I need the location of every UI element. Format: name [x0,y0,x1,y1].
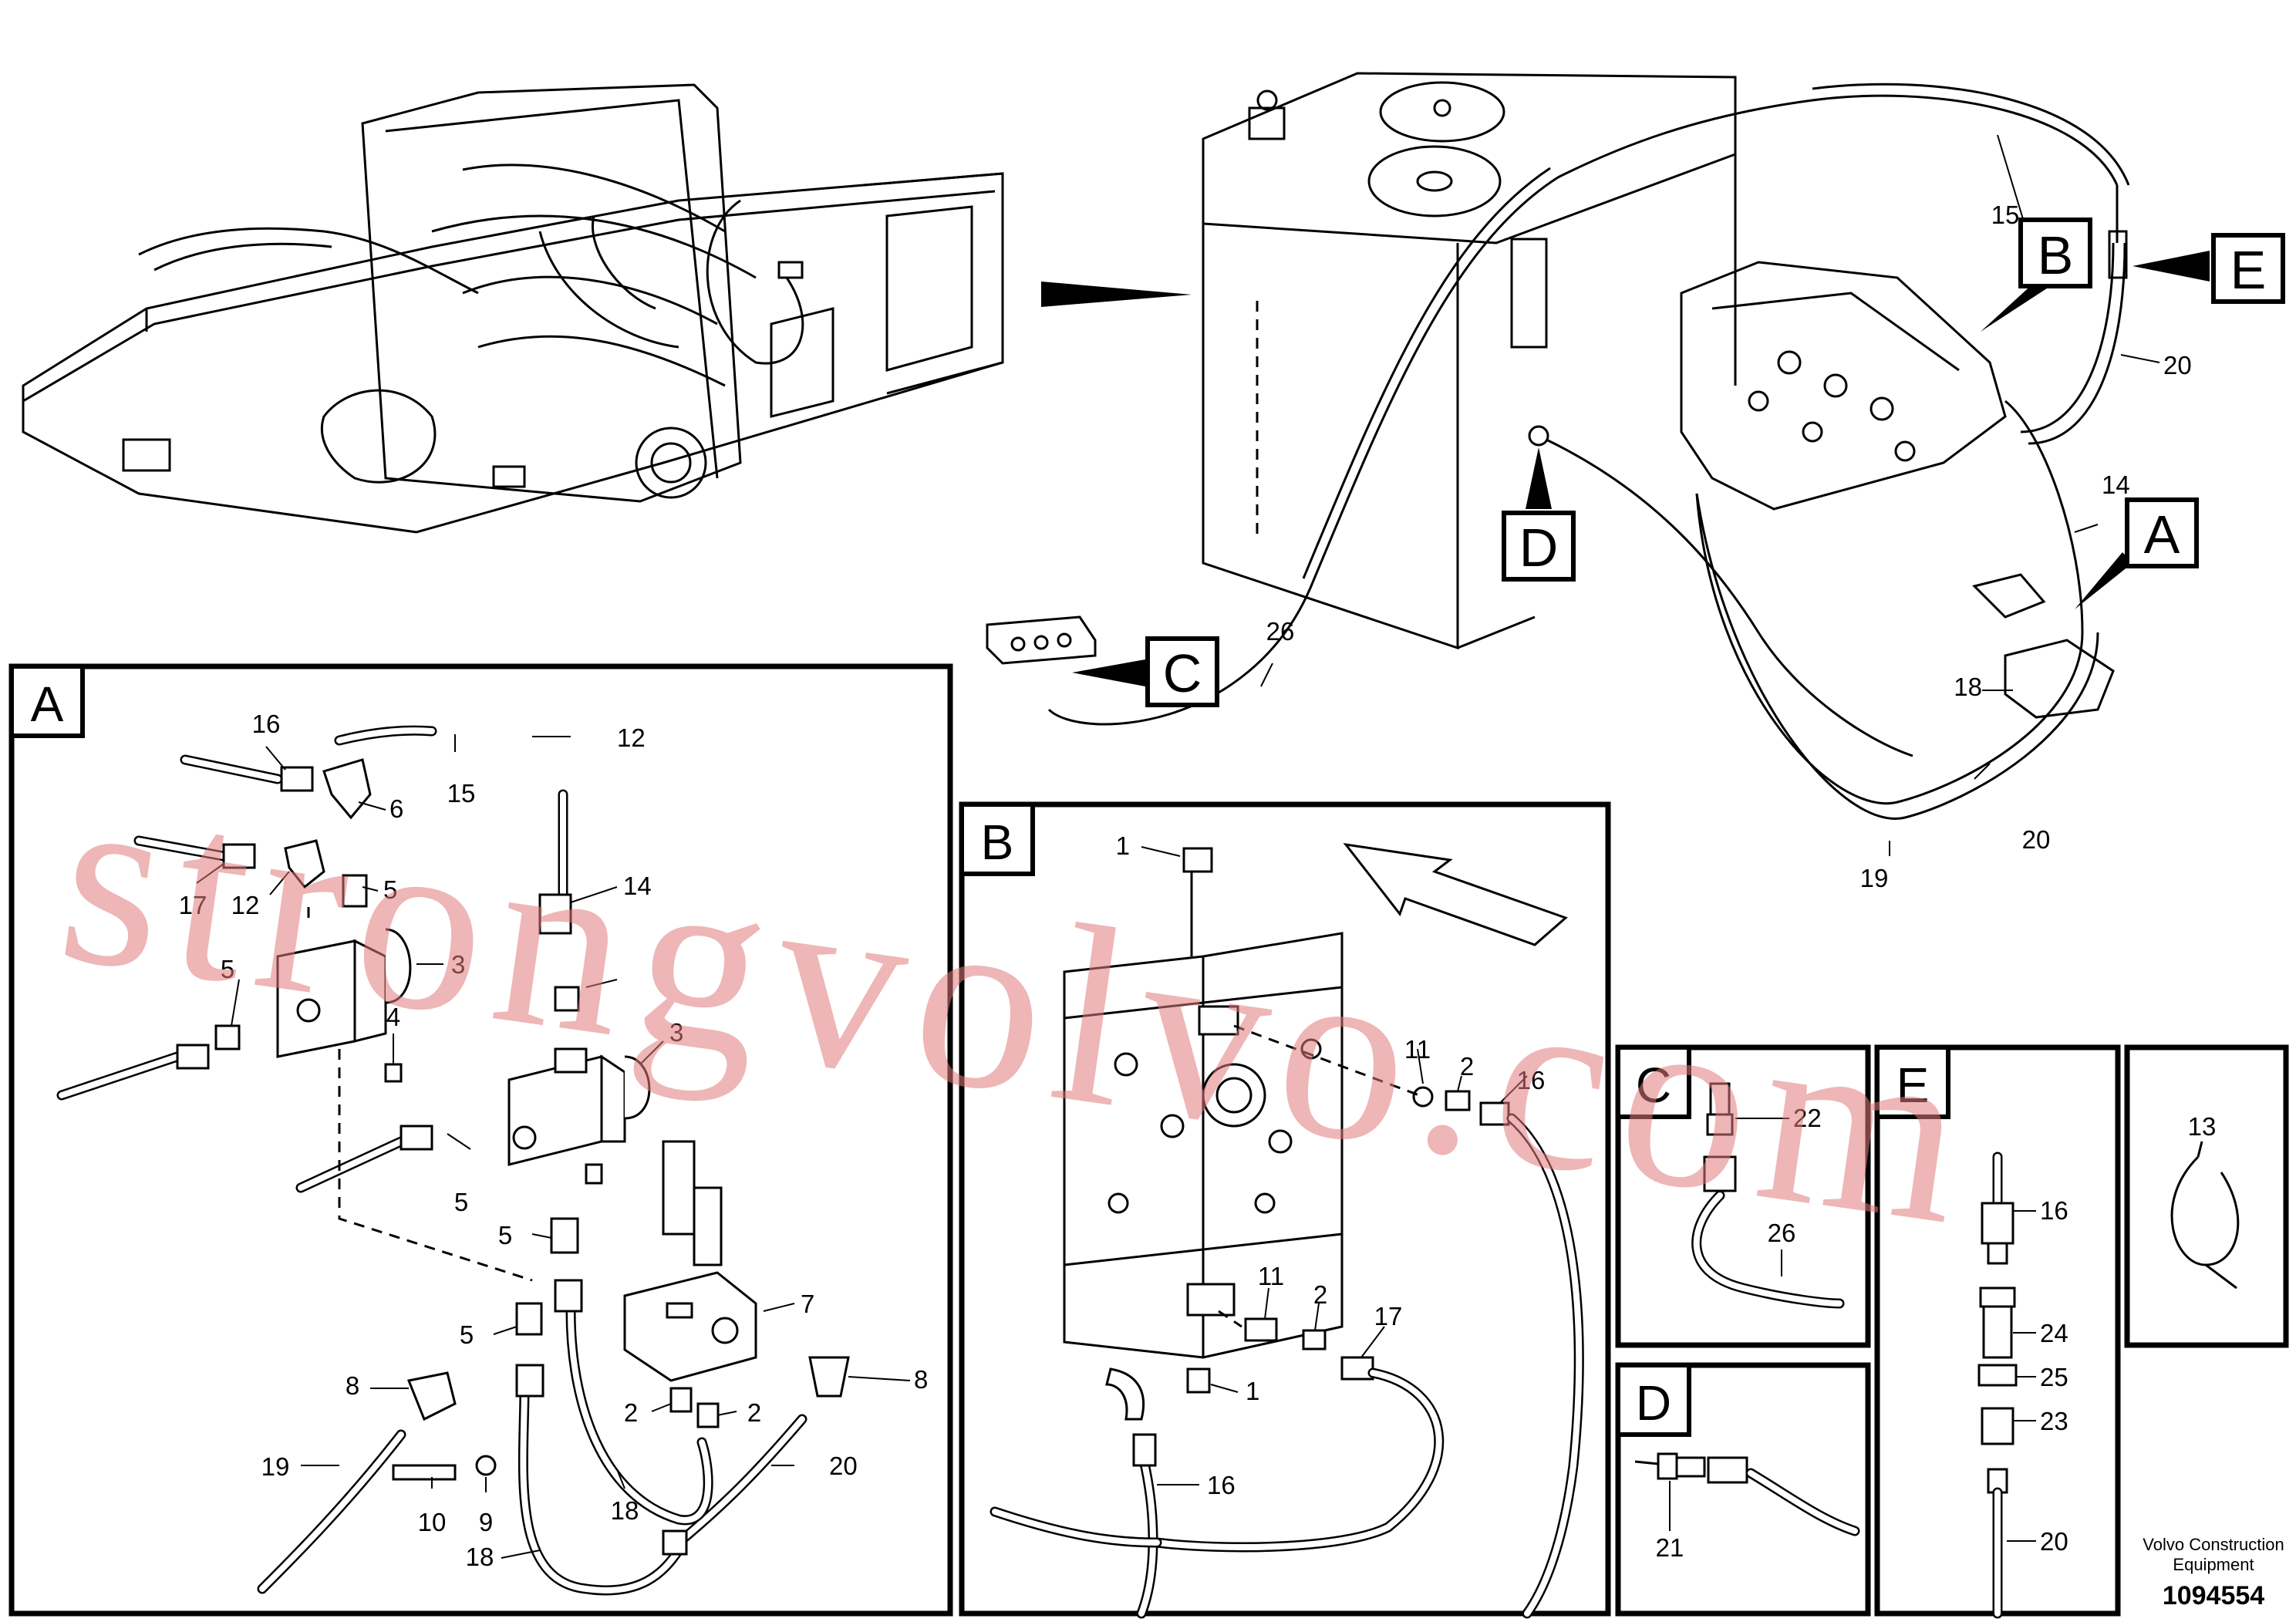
title-block: Volvo Construction Equipment 1094554 [2143,1535,2284,1610]
panel-A-callout-18b: 18 [466,1543,494,1571]
detail-panel-D: D 21 [1615,1362,1871,1617]
marker-E-label: E [2230,240,2267,300]
panel-C-letter: C [1636,1057,1671,1113]
panel-A-callout-8a: 8 [346,1371,359,1400]
detail-panel-E: E 16 24 25 23 20 [1874,1044,2121,1619]
panel-A-callout-7: 7 [801,1290,814,1318]
overview-callout-19: 19 [1860,864,1889,892]
panel-F-callout-13: 13 [2188,1112,2217,1141]
panel-A-callout-16: 16 [252,710,281,738]
panel-A-callout-17: 17 [179,891,207,919]
detail-panel-C: C 22 26 [1615,1044,1871,1348]
panel-A-callout-3a: 3 [451,950,465,979]
panel-E-callout-16: 16 [2040,1196,2068,1225]
panel-B-letter: B [981,814,1014,870]
overview-marker-B: B [1981,218,2092,332]
flow-direction-arrow [1343,842,1568,946]
marker-A-label: A [2144,504,2180,565]
detail-panel-B: B [959,801,1611,1619]
panel-A-callout-18a: 18 [611,1496,639,1525]
overview-marker-A: A [2075,497,2199,609]
detail-panel-A: A [8,663,953,1617]
panel-A-callout-12a: 12 [617,723,646,752]
panel-B-callout-16a: 16 [1517,1066,1546,1094]
overview-callout-15: 15 [1991,201,2020,229]
panel-E-callout-23: 23 [2040,1407,2068,1435]
direction-arrow-pointer [1041,282,1192,307]
overview-marker-E: E [2132,233,2285,304]
panel-A-letter: A [31,676,64,732]
company-name-line1: Volvo Construction [2143,1535,2284,1554]
panel-B-callout-1b: 1 [1246,1377,1259,1405]
overview-callout-26: 26 [1266,617,1295,646]
marker-D-label: D [1519,518,1559,578]
panel-A-callout-5d: 5 [498,1221,512,1249]
overview-callout-20b: 20 [2022,825,2051,854]
panel-A-callout-9: 9 [479,1508,493,1536]
panel-D-callout-21: 21 [1656,1533,1684,1562]
panel-A-callout-2a: 2 [624,1398,638,1427]
panel-B-callout-11b: 11 [1258,1262,1284,1290]
tank-valve-overview [986,72,2160,856]
panel-C-callout-26: 26 [1768,1219,1796,1247]
panel-B-callout-17: 17 [1374,1302,1403,1330]
drawing-number: 1094554 [2163,1581,2264,1610]
overview-callout-20a: 20 [2163,351,2192,379]
panel-A-callout-10: 10 [418,1508,447,1536]
panel-B-callout-11a: 11 [1404,1035,1431,1064]
overview-callout-14: 14 [2102,470,2130,499]
panel-A-callout-5b: 5 [221,955,234,983]
panel-A-callout-5e: 5 [460,1320,474,1349]
panel-A-callout-4: 4 [386,1003,400,1031]
panel-A-callout-5a: 5 [383,875,397,904]
machine-frame-overview [22,83,1004,534]
marker-C-label: C [1163,643,1202,703]
panel-A-callout-2b: 2 [747,1398,761,1427]
panel-A-callout-15: 15 [447,779,476,808]
panel-A-callout-14: 14 [623,872,652,900]
overview-marker-D: D [1502,447,1576,582]
overview-callout-18: 18 [1954,673,1982,701]
panel-B-callout-2b: 2 [1313,1280,1327,1309]
panel-B-callout-2a: 2 [1460,1052,1474,1081]
panel-A-callout-3b: 3 [669,1018,683,1047]
panel-A-callout-8b: 8 [914,1365,928,1394]
panel-A-callout-12b: 12 [231,891,260,919]
panel-B-callout-16b: 16 [1207,1471,1236,1499]
panel-D-letter: D [1636,1375,1671,1431]
panel-A-callout-5c: 5 [454,1188,468,1216]
panel-E-callout-24: 24 [2040,1319,2068,1347]
marker-B-label: B [2038,225,2074,285]
panel-C-callout-22: 22 [1793,1104,1822,1132]
overview-marker-C: C [1072,636,1219,707]
panel-E-callout-20: 20 [2040,1527,2068,1556]
panel-E-callout-25: 25 [2040,1363,2068,1391]
panel-A-callout-6: 6 [389,794,403,823]
panel-A-callout-20: 20 [829,1452,858,1480]
detail-panel-F: 13 [2124,1044,2289,1348]
company-name-line2: Equipment [2173,1555,2254,1574]
panel-A-callout-19: 19 [261,1452,290,1481]
panel-B-callout-1a: 1 [1116,831,1130,860]
panel-E-letter: E [1896,1057,1930,1113]
